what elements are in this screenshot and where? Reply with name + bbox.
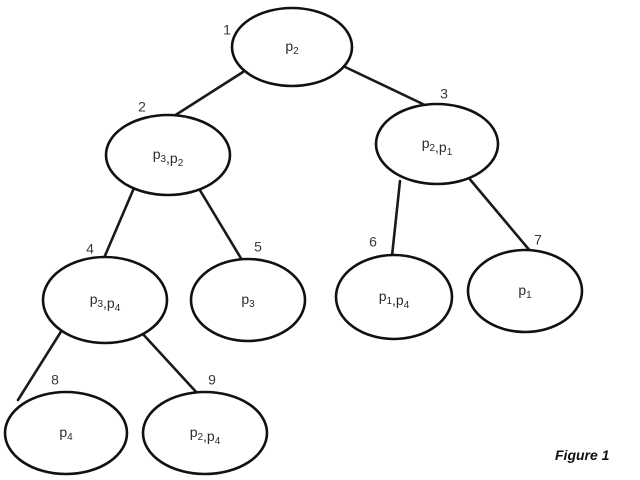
node-ellipse-4 xyxy=(41,255,169,345)
node-label-5: p3 xyxy=(241,291,255,310)
node-label-8: p4 xyxy=(59,424,73,443)
tree-edge-4-8 xyxy=(16,328,64,402)
tree-edge-4-9 xyxy=(139,330,200,396)
tree-node-2[interactable]: p3,p2 2 xyxy=(104,99,232,197)
tree-node-9[interactable]: p2,p4 9 xyxy=(141,372,269,476)
node-number-9: 9 xyxy=(208,372,216,388)
node-label-7: p1 xyxy=(518,282,532,301)
tree-node-5[interactable]: p3 5 xyxy=(189,239,307,343)
tree-edge-1-3 xyxy=(341,64,431,109)
node-number-1: 1 xyxy=(223,22,231,38)
node-label-1: p2 xyxy=(285,38,299,57)
tree-edge-3-6 xyxy=(390,179,402,258)
node-number-2: 2 xyxy=(138,99,146,115)
node-number-4: 4 xyxy=(86,241,94,257)
node-number-7: 7 xyxy=(534,232,542,248)
node-ellipse-5 xyxy=(189,257,307,343)
node-ellipse-1 xyxy=(230,6,354,88)
tree-node-4[interactable]: p3,p4 4 xyxy=(41,241,169,345)
node-ellipse-6 xyxy=(334,253,454,341)
tree-edge-2-5 xyxy=(196,185,244,262)
node-ellipse-8 xyxy=(3,390,129,476)
tree-node-6[interactable]: p1,p4 6 xyxy=(334,234,454,341)
node-ellipse-7 xyxy=(466,248,584,334)
node-label-9: p2,p4 xyxy=(190,424,221,447)
tree-edge-2-4 xyxy=(102,186,136,260)
node-number-8: 8 xyxy=(51,372,59,388)
node-ellipse-9 xyxy=(141,390,269,476)
node-label-2: p3,p2 xyxy=(153,146,184,169)
node-label-6: p1,p4 xyxy=(379,288,410,311)
node-number-3: 3 xyxy=(440,86,448,102)
node-label-3: p2,p1 xyxy=(422,135,453,158)
tree-node-3[interactable]: p2,p1 3 xyxy=(374,86,500,186)
node-ellipse-3 xyxy=(374,102,500,186)
tree-edge-3-7 xyxy=(466,175,533,254)
node-ellipse-2 xyxy=(104,113,232,197)
tree-edge-1-2 xyxy=(172,70,245,118)
figure-caption: Figure 1 xyxy=(555,447,610,463)
tree-node-1[interactable]: p2 1 xyxy=(223,6,354,88)
node-layer: p2 1 p3,p2 2 p2,p1 3 p3,p4 4 p3 5 p1,p4 6 p1 7 p4 8 p2,p… xyxy=(3,6,584,476)
tree-node-7[interactable]: p1 7 xyxy=(466,232,584,334)
tree-node-8[interactable]: p4 8 xyxy=(3,372,129,476)
edge-layer xyxy=(16,64,533,402)
node-label-4: p3,p4 xyxy=(90,291,121,314)
node-number-5: 5 xyxy=(254,239,262,255)
node-number-6: 6 xyxy=(369,234,377,250)
